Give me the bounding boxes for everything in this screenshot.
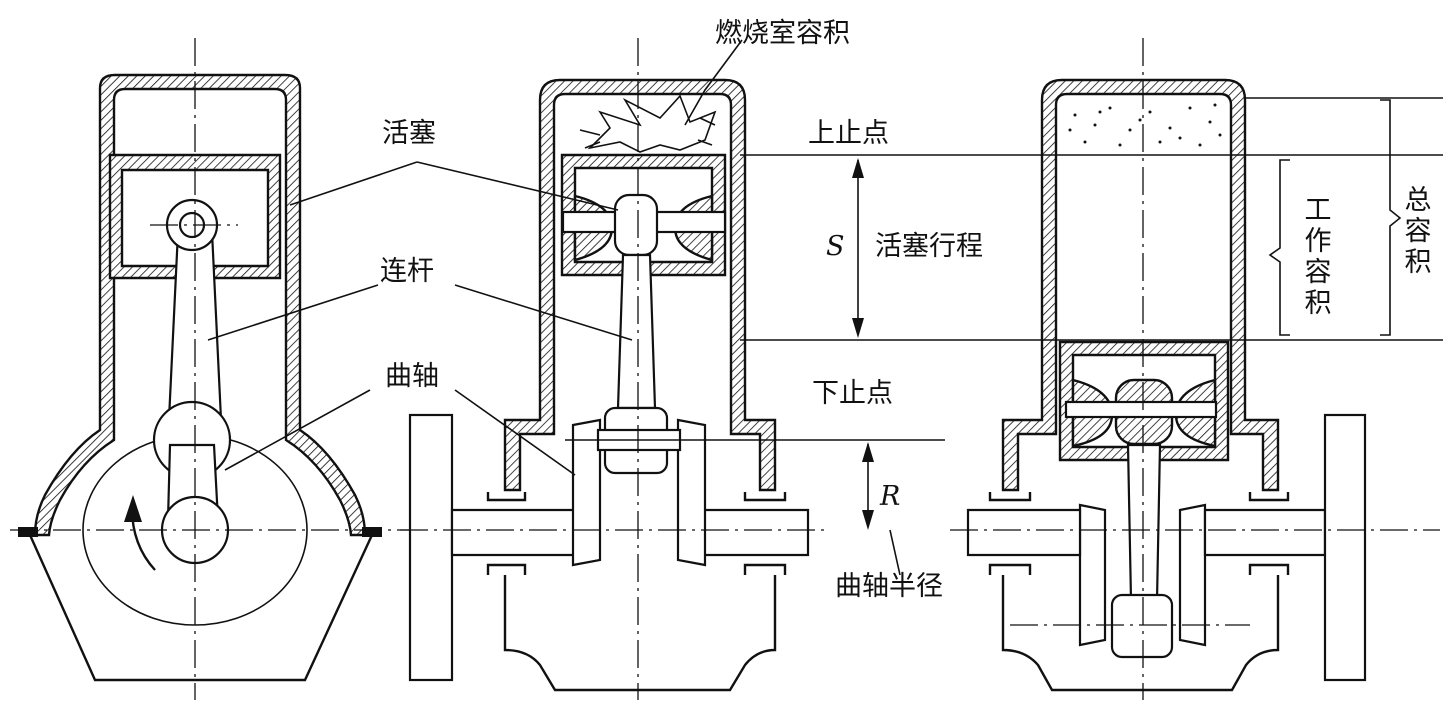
crank-web-left: [571, 418, 602, 567]
piston-pin: [1064, 400, 1218, 419]
flywheel: [408, 413, 454, 682]
stroke-symbol: S: [826, 231, 845, 262]
left-engine-section: [10, 38, 420, 700]
crank-radius-label: 曲轴半径: [835, 571, 943, 602]
rotation-arrow-head: [124, 495, 142, 522]
crank-web-right: [676, 418, 707, 567]
crank-web-left: [1078, 503, 1107, 647]
big-end: [1110, 593, 1174, 659]
piston: [108, 153, 282, 280]
bdc-label: 下止点: [812, 378, 893, 409]
compressed-gas-dots: [1068, 103, 1222, 147]
labels: 燃烧室容积 活塞 连杆 曲轴 上止点 下止点 S 活塞行程 R 曲轴半径 工作容…: [380, 18, 1431, 602]
connecting-rod: [616, 253, 657, 410]
leader-lines: [207, 39, 901, 576]
right-engine-section: [950, 38, 1440, 700]
working-volume-label: 工作容积: [1300, 195, 1332, 319]
crankshaft-right: [698, 508, 810, 557]
crankshaft-left: [966, 508, 1082, 557]
flange-left: [18, 527, 38, 537]
flange-right: [362, 527, 382, 537]
total-volume-bracket: [1380, 99, 1402, 336]
cylinder-wall-hatched: [503, 78, 777, 492]
tdc-label: 上止点: [808, 118, 889, 149]
crank-web-right: [1178, 503, 1207, 647]
piston-label: 活塞: [382, 118, 436, 149]
crankshaft-right: [1203, 508, 1327, 557]
crankcase-lower-body: [28, 534, 374, 682]
total-volume-label: 总容积: [1400, 185, 1432, 278]
middle-engine-section: [400, 38, 945, 700]
crankshaft-label: 曲轴: [385, 361, 439, 392]
flywheel: [1323, 413, 1367, 682]
combustion-chamber-volume-label: 燃烧室容积: [715, 18, 850, 49]
working-volume-bracket: [1268, 159, 1290, 336]
radius-symbol: R: [879, 481, 900, 512]
dimension-lines: [740, 97, 1443, 530]
piston-stroke-label: 活塞行程: [875, 231, 983, 262]
cylinder-wall-hatched: [1001, 78, 1280, 492]
connecting-rod: [1126, 443, 1162, 602]
crankshaft-left: [450, 508, 582, 557]
combustion-burst: [587, 94, 717, 153]
connecting-rod-label: 连杆: [380, 256, 434, 287]
